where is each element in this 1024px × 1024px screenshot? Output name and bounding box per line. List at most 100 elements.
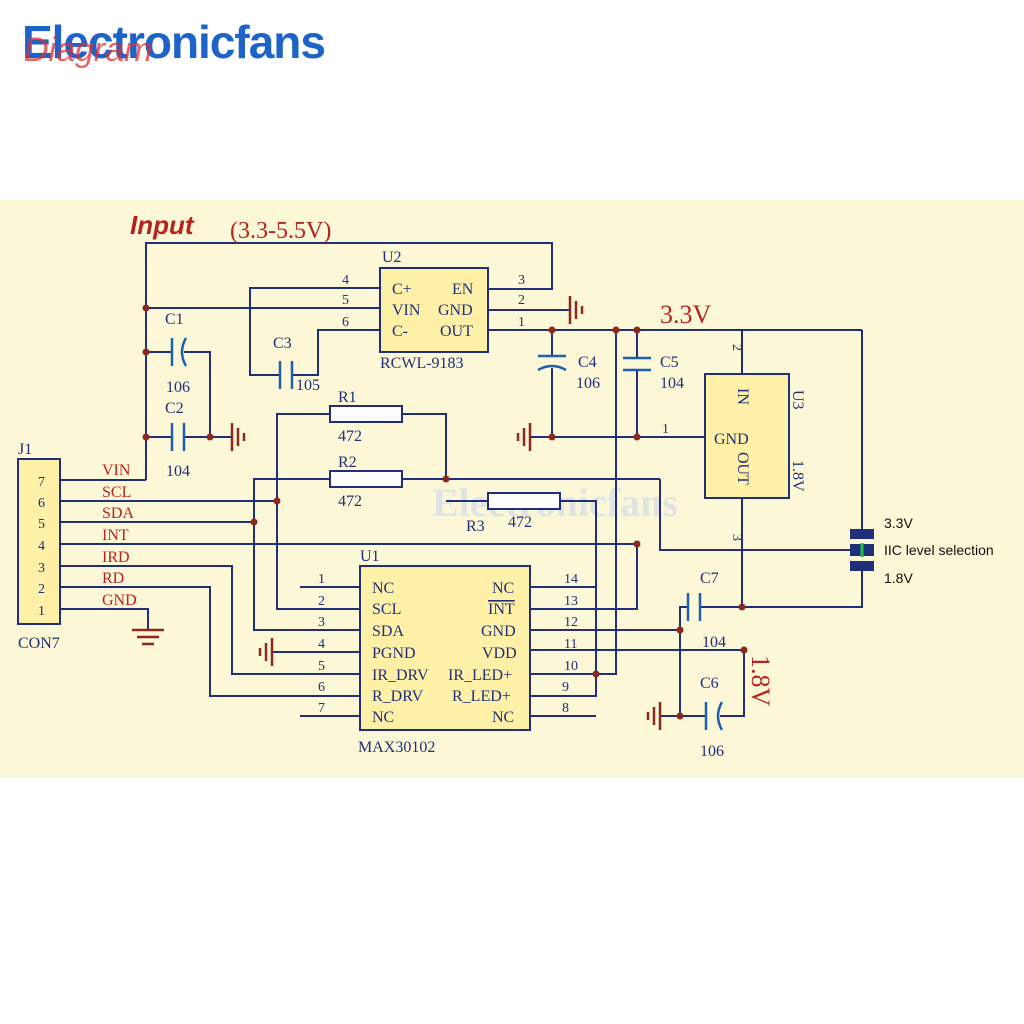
- j1-net-int: INT: [102, 527, 129, 544]
- c4-value: 106: [576, 375, 600, 392]
- u1-pin-rdrv: R_DRV: [372, 688, 424, 705]
- r1-value: 472: [338, 428, 362, 445]
- u1-pin-gnd: GND: [481, 623, 516, 640]
- j1-net-vin: VIN: [102, 462, 131, 479]
- c5-ref: C5: [660, 354, 679, 371]
- u2-pinnum-2: 2: [518, 293, 525, 308]
- j1-net-gnd: GND: [102, 592, 137, 609]
- u1-pinnum-13: 13: [564, 594, 578, 609]
- c3-ref: C3: [273, 335, 292, 352]
- u1-pinnum-1: 1: [318, 572, 325, 587]
- j1-pinnum-2: 2: [38, 582, 45, 597]
- u1-pinnum-10: 10: [564, 659, 578, 674]
- r2-value: 472: [338, 493, 362, 510]
- input-label: Input: [130, 210, 195, 240]
- r3-ref: R3: [466, 518, 485, 535]
- selector-label: IIC level selection: [884, 542, 994, 558]
- u1-pin-nc8: NC: [492, 709, 514, 726]
- u2-pin-vin: VIN: [392, 302, 421, 319]
- c4-ref: C4: [578, 354, 597, 371]
- rail-3v3-label: 3.3V: [660, 300, 712, 329]
- selector-bottom-label: 1.8V: [884, 570, 913, 586]
- ground-symbols: [132, 296, 662, 730]
- u1-pin-pgnd: PGND: [372, 645, 416, 662]
- c7-value: 104: [702, 634, 726, 651]
- j1-pinnum-5: 5: [38, 517, 45, 532]
- c2-value: 104: [166, 463, 190, 480]
- j1-pinnum-1: 1: [38, 604, 45, 619]
- u2-pinnum-4: 4: [342, 273, 349, 288]
- u1-pinnum-6: 6: [318, 680, 325, 695]
- input-range: (3.3-5.5V): [230, 218, 331, 244]
- selector-top-label: 3.3V: [884, 515, 913, 531]
- u2-pin-en: EN: [452, 281, 474, 298]
- u1-pin-nc1: NC: [372, 580, 394, 597]
- u2-pin-out: OUT: [440, 323, 473, 340]
- u1-pinnum-9: 9: [562, 680, 569, 695]
- u3-pinnum-3: 3: [729, 534, 744, 541]
- c6-ref: C6: [700, 675, 719, 692]
- c2-ref: C2: [165, 400, 184, 417]
- u1-ref: U1: [360, 548, 380, 565]
- u1-pinnum-14: 14: [564, 572, 578, 587]
- u3-ref: U3: [789, 390, 806, 410]
- u1-pin-scl: SCL: [372, 601, 401, 618]
- u2-pinnum-1: 1: [518, 315, 525, 330]
- u1-pin-irled: IR_LED+: [448, 667, 512, 684]
- r2-ref: R2: [338, 454, 357, 471]
- schematic-panel: Electronicfans: [0, 200, 1024, 778]
- j1-pinnum-3: 3: [38, 561, 45, 576]
- iic-level-jumper[interactable]: [850, 529, 874, 571]
- j1-net-rd: RD: [102, 570, 124, 587]
- u3-pin-gnd: GND: [714, 431, 749, 448]
- j1-pinnum-4: 4: [38, 539, 45, 554]
- j1-net-scl: SCL: [102, 484, 131, 501]
- u3-pin-in: IN: [734, 388, 751, 405]
- u1-pinnum-4: 4: [318, 637, 325, 652]
- u1-chip-body: [359, 565, 531, 731]
- u2-pin-cminus: C-: [392, 323, 408, 340]
- u1-pinnum-2: 2: [318, 594, 325, 609]
- u3-pinnum-2: 2: [729, 344, 744, 351]
- u1-pin-sda: SDA: [372, 623, 404, 640]
- brand-overlay-text: Diagram: [24, 31, 153, 69]
- u2-pinnum-6: 6: [342, 315, 349, 330]
- u2-pinnum-5: 5: [342, 293, 349, 308]
- u1-pin-rled: R_LED+: [452, 688, 511, 705]
- u2-pinnum-3: 3: [518, 273, 525, 288]
- c3-value: 105: [296, 377, 320, 394]
- r3-value: 472: [508, 514, 532, 531]
- schematic-diagram: Electronicfans: [17, 210, 994, 760]
- u1-pinnum-3: 3: [318, 615, 325, 630]
- u3-pin-out: OUT: [734, 452, 751, 485]
- j1-name: CON7: [18, 635, 60, 652]
- j1-pinnum-6: 6: [38, 496, 45, 511]
- resistor-symbols: [329, 405, 561, 510]
- r1-ref: R1: [338, 389, 357, 406]
- u1-part: MAX30102: [358, 739, 435, 756]
- u3-value: 1.8V: [789, 460, 806, 492]
- u3-chip-body: [704, 373, 790, 499]
- u3-pinnum-1: 1: [662, 422, 669, 437]
- u1-pinnum-5: 5: [318, 659, 325, 674]
- j1-pinnum-7: 7: [38, 475, 45, 490]
- junction-dots: [142, 304, 748, 720]
- u1-pin-irdrv: IR_DRV: [372, 667, 429, 684]
- u2-pin-cplus: C+: [392, 281, 412, 298]
- u1-pinnum-12: 12: [564, 615, 578, 630]
- j1-net-sda: SDA: [102, 505, 134, 522]
- u1-pin-vdd: VDD: [482, 645, 517, 662]
- u2-part: RCWL-9183: [380, 355, 464, 372]
- u1-pin-nc14: NC: [492, 580, 514, 597]
- u2-chip-body: [379, 267, 489, 353]
- wires: [60, 242, 863, 717]
- u2-pin-gnd: GND: [438, 302, 473, 319]
- j1-ref: J1: [18, 441, 32, 458]
- u1-pin-int: INT: [488, 601, 515, 618]
- u2-ref: U2: [382, 249, 402, 266]
- rail-1v8-label: 1.8V: [746, 655, 775, 707]
- c1-ref: C1: [165, 311, 184, 328]
- capacitor-symbols: [170, 337, 724, 731]
- j1-connector-body: [17, 458, 61, 625]
- u1-pin-nc7: NC: [372, 709, 394, 726]
